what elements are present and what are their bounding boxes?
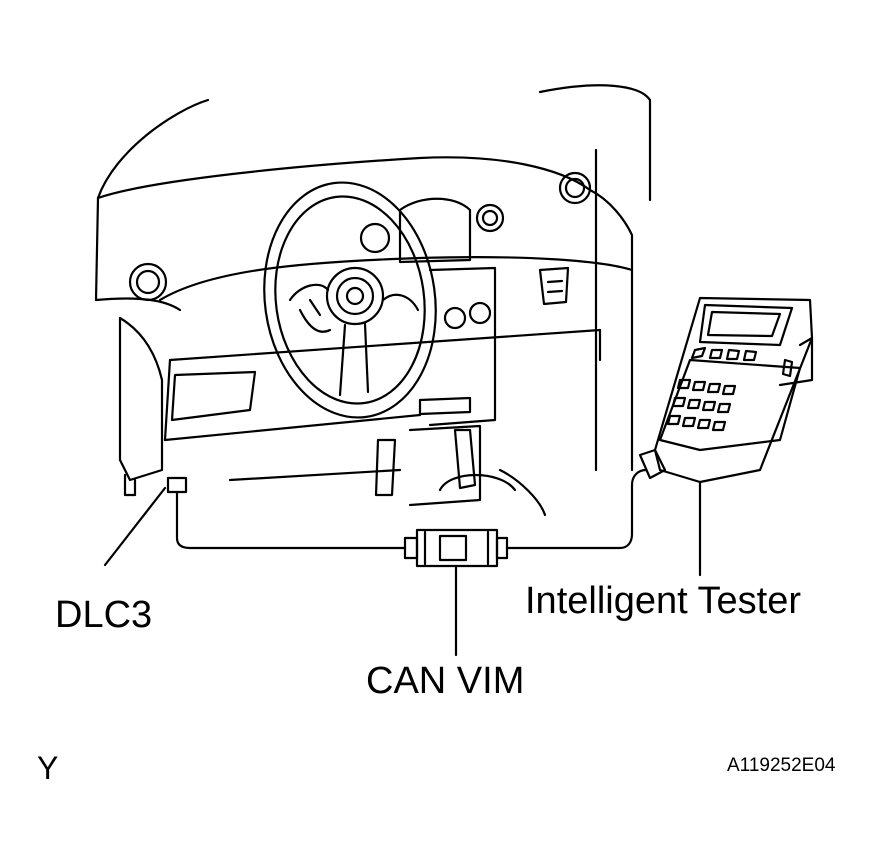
right-vent: [558, 171, 592, 205]
column-stalk: [374, 438, 397, 497]
dlc3-leader: [103, 486, 167, 567]
center-console: [408, 266, 547, 517]
dlc3-connector: [166, 476, 188, 494]
tester-cable: [505, 468, 648, 550]
can-vim-device: [403, 528, 509, 568]
can-vim-label: CAN VIM: [366, 660, 525, 702]
intelligent-tester-label: Intelligent Tester: [525, 580, 802, 622]
left-vent: [128, 262, 168, 302]
dlc3-cable: [175, 490, 407, 550]
figure-code: A119252E04: [727, 755, 836, 776]
dlc3-label: DLC3: [55, 594, 153, 636]
dashboard-illustration: [94, 84, 652, 497]
corner-mark: Y: [37, 750, 59, 786]
steering-wheel: [263, 181, 437, 419]
instrument-cluster: [359, 197, 505, 264]
intelligent-tester-device: [638, 296, 814, 484]
